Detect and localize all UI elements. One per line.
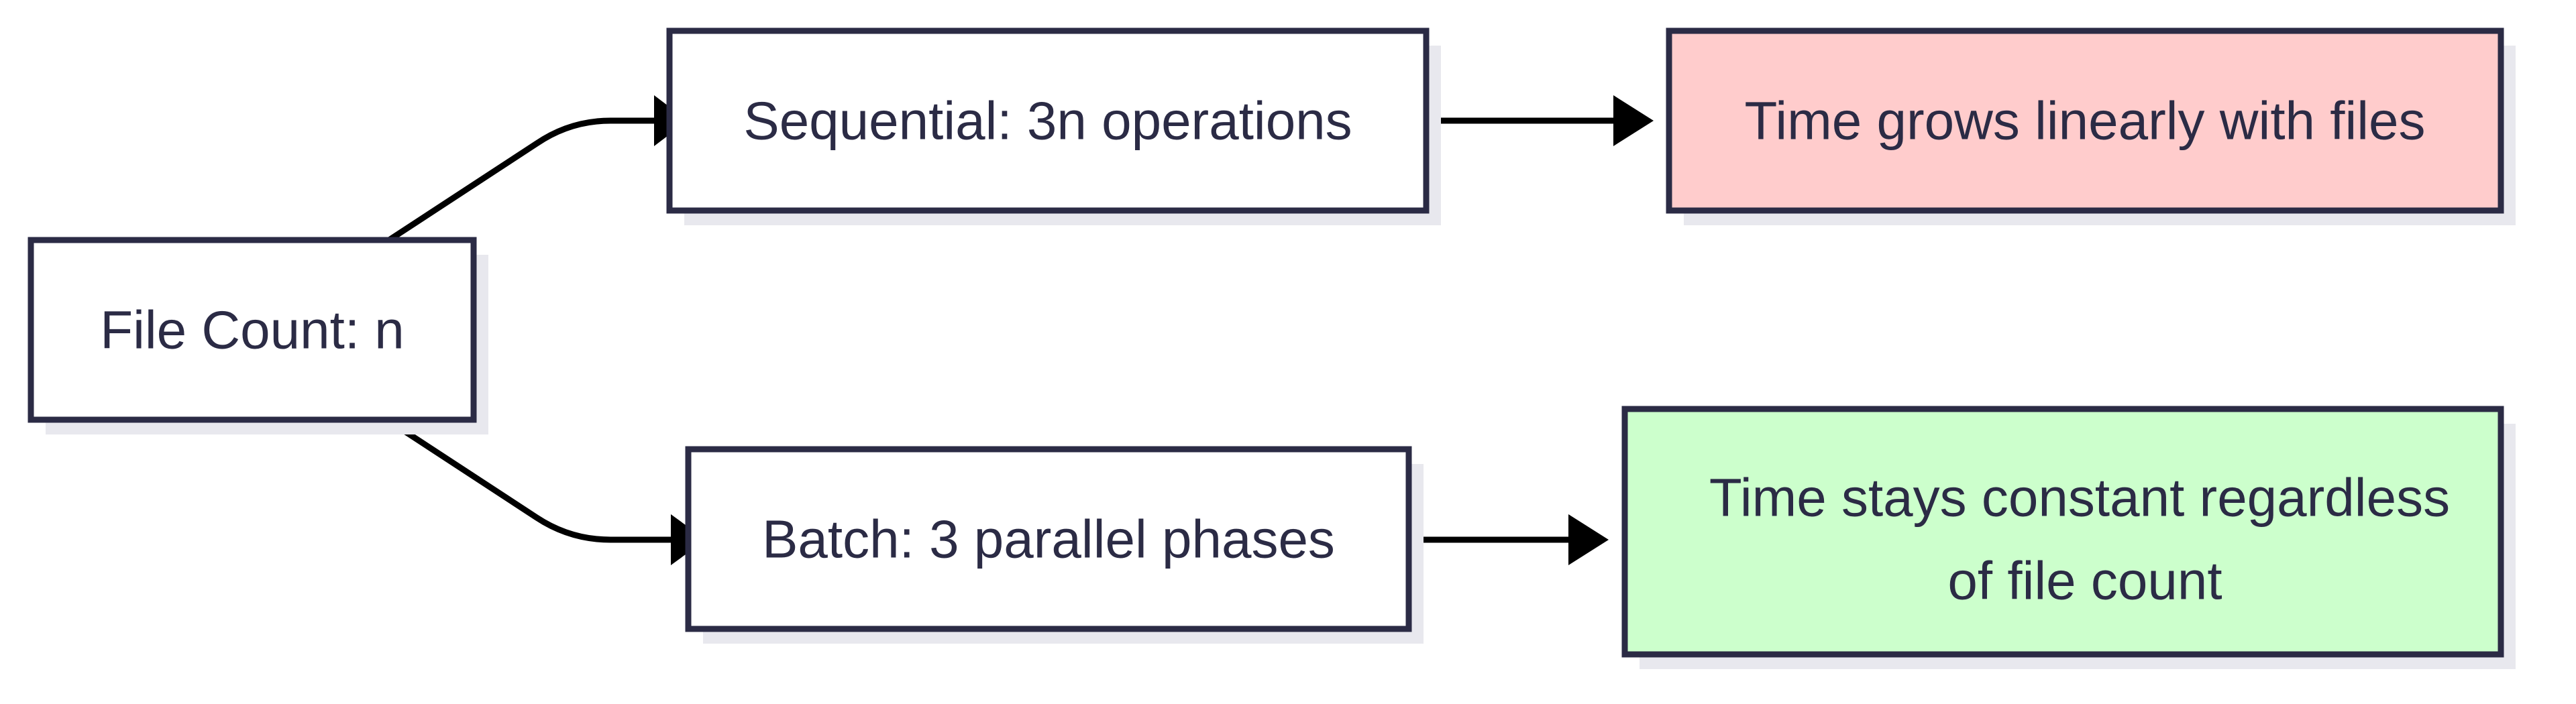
node-file-count: File Count: n [28, 237, 488, 434]
node-linear-result-label: Time grows linearly with files [1744, 91, 2425, 151]
node-constant-result: Time stays constant regardless of file c… [1621, 406, 2516, 669]
node-linear-result: Time grows linearly with files [1666, 27, 2516, 225]
node-sequential: Sequential: 3n operations [666, 27, 1441, 225]
node-constant-result-line-2: of file count [1947, 551, 2222, 611]
node-constant-result-line-1: Time stays constant regardless [1709, 468, 2450, 528]
node-linear-result-box [1666, 27, 2504, 214]
edge-file-count-to-sequential [387, 117, 654, 243]
node-batch-label: Batch: 3 parallel phases [762, 510, 1335, 569]
node-file-count-label: File Count: n [100, 300, 405, 360]
node-batch: Batch: 3 parallel phases [685, 446, 1424, 644]
node-sequential-label: Sequential: 3n operations [743, 91, 1352, 151]
arrowhead-constant [1568, 514, 1609, 565]
edge-file-count-to-batch [387, 418, 671, 543]
node-sequential-box [666, 27, 1430, 214]
arrowhead-linear [1613, 95, 1654, 146]
node-batch-box [685, 446, 1412, 632]
node-file-count-box [28, 237, 477, 423]
node-constant-result-box [1621, 406, 2504, 658]
